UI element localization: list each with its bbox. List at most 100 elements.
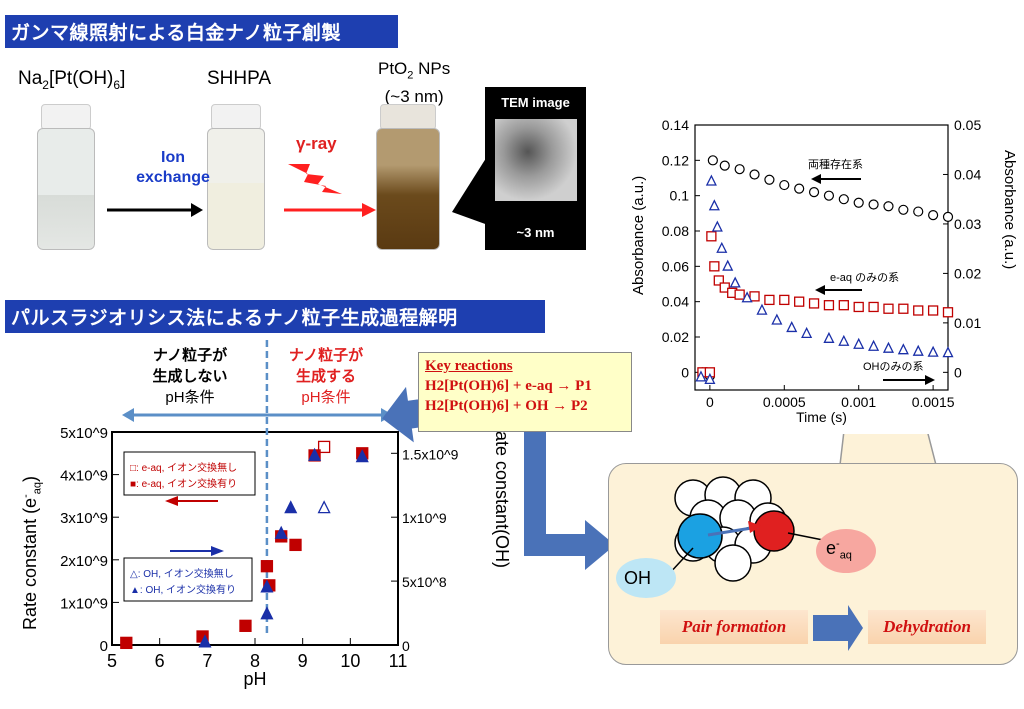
x-tick-label: 0.001 xyxy=(841,394,876,410)
legend-e-aq xyxy=(123,451,256,496)
y-tick-label: 0.14 xyxy=(662,117,689,133)
x-axis-label: pH xyxy=(243,669,266,689)
sample-label-shhpa: SHHPA xyxy=(207,68,272,89)
step-gamma-ray: γ-ray xyxy=(296,134,337,153)
data-point xyxy=(853,197,864,208)
y2-tick-label: 1.5x10^9 xyxy=(402,446,459,462)
step-pair-formation: Pair formation xyxy=(660,610,808,644)
data-point xyxy=(868,199,879,210)
data-point xyxy=(284,500,298,514)
data-point xyxy=(853,337,865,349)
x-tick-label: 9 xyxy=(298,651,308,671)
arrow-left-icon xyxy=(815,285,825,295)
x-tick-label: 0.0005 xyxy=(763,394,806,410)
data-point xyxy=(719,282,730,293)
y2-tick-label: 0.05 xyxy=(954,117,981,133)
y-tick-label: 0.08 xyxy=(662,223,689,239)
y-axis-label-absorbance-left: Absorbance (a.u.) xyxy=(630,175,647,295)
data-point xyxy=(734,289,745,300)
annotation-e-aq: e-aq のみの系 xyxy=(830,271,899,284)
data-point xyxy=(711,220,723,232)
x-tick-label: 0 xyxy=(706,394,714,410)
y-tick-label: 5x10^9 xyxy=(60,425,108,442)
data-point xyxy=(794,296,805,307)
data-point xyxy=(808,298,820,309)
x-tick-label: 0.0015 xyxy=(912,394,955,410)
data-point xyxy=(882,341,895,353)
section-title-pulse-radiolysis: パルスラジオリシス法によるナノ粒子生成過程解明 xyxy=(5,300,545,333)
y2-tick-label: 0 xyxy=(954,364,962,380)
data-point xyxy=(838,194,849,205)
pair-formation-diagram xyxy=(616,476,876,651)
y-tick-label: 0.12 xyxy=(662,152,689,168)
vial-pto2 xyxy=(376,104,440,250)
arrow-right-icon xyxy=(211,546,224,556)
data-point xyxy=(707,155,718,166)
y2-tick-label: 0.04 xyxy=(954,166,981,182)
data-point xyxy=(317,500,331,514)
data-point xyxy=(260,560,274,573)
y-tick-label: 0.04 xyxy=(662,294,689,310)
section-title-gamma: ガンマ線照射による白金ナノ粒子創製 xyxy=(5,15,398,48)
data-point xyxy=(308,447,322,461)
data-point xyxy=(355,449,369,463)
data-point xyxy=(729,276,741,288)
data-point xyxy=(942,307,954,318)
data-point xyxy=(779,179,790,191)
absorbance-chart: 0 0.0005 0.001 0.0015 0 0.02 0.04 0.06 0.08 0.1 0.… xyxy=(662,117,982,425)
data-point xyxy=(808,187,820,198)
y-tick-label: 1x10^9 xyxy=(60,595,108,612)
y2-tick-label: 0.02 xyxy=(954,265,981,281)
data-point xyxy=(705,174,717,186)
tem-image-panel: TEM image ~3 nm xyxy=(485,87,586,250)
x-tick-label: 8 xyxy=(250,651,260,671)
data-point xyxy=(704,372,716,385)
key-reactions-title: Key reactions xyxy=(425,358,513,374)
y-tick-label: 4x10^9 xyxy=(60,468,108,485)
y-axis-label-absorbance-right: Absorbance (a.u.) xyxy=(1001,150,1018,270)
reaction-1: H2[Pt(OH)6] + e-aq → P1 xyxy=(425,378,592,394)
data-point xyxy=(883,303,894,314)
y-tick-label: 0.02 xyxy=(662,329,689,345)
y-tick-label: 0.1 xyxy=(670,188,690,204)
y-axis-label-left: Rate constant (e-aq) xyxy=(20,476,44,630)
y-tick-label: 0 xyxy=(100,638,108,655)
arrow-right-icon xyxy=(813,605,863,651)
data-point xyxy=(927,305,939,316)
data-point xyxy=(749,291,760,302)
data-point xyxy=(853,301,864,313)
data-point xyxy=(942,211,954,222)
data-point xyxy=(823,331,835,343)
data-point xyxy=(771,313,783,325)
y-tick-label: 0.06 xyxy=(662,258,689,274)
data-point xyxy=(823,300,835,311)
lightning-icon xyxy=(284,164,376,217)
data-point xyxy=(317,440,331,454)
data-point xyxy=(912,344,924,356)
x-tick-label: 10 xyxy=(340,651,360,671)
y2-tick-label: 0.03 xyxy=(954,216,981,232)
tem-title: TEM image xyxy=(501,95,570,110)
data-point xyxy=(709,261,720,272)
data-point xyxy=(764,174,775,185)
legend-item: □: e-aq, イオン交換無し xyxy=(130,461,237,474)
data-point xyxy=(708,199,720,211)
x-tick-label: 6 xyxy=(155,651,165,671)
y2-tick-label: 5x10^8 xyxy=(402,574,447,590)
data-point xyxy=(942,346,954,358)
data-point xyxy=(927,345,939,357)
oh-radical-site xyxy=(677,513,723,559)
key-reactions-box: Key reactions H2[Pt(OH)6] + e-aq → P1 H2… xyxy=(418,352,632,432)
legend-item: ■: e-aq, イオン交換有り xyxy=(130,477,237,490)
data-point xyxy=(756,303,768,315)
data-point xyxy=(779,294,790,306)
data-point xyxy=(749,169,760,180)
vial-na2ptoh6 xyxy=(37,104,95,250)
y-axis-label-right: Rate constant(OH) xyxy=(492,418,512,569)
y-tick-label: 2x10^9 xyxy=(60,553,108,570)
data-point xyxy=(794,183,805,194)
data-point xyxy=(719,160,730,171)
legend-item: ▲: OH, イオン交換有り xyxy=(130,583,236,596)
